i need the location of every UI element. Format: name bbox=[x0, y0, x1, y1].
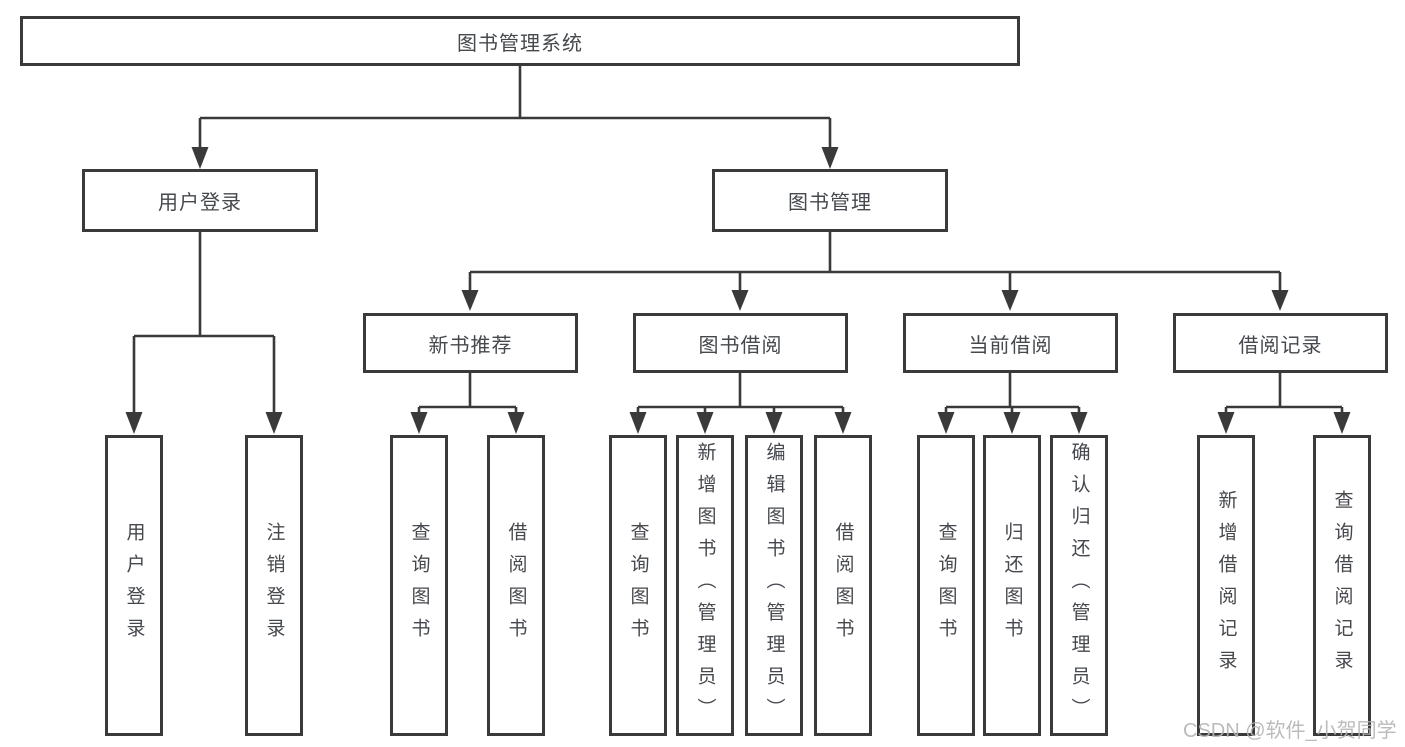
leaf-logout: 注销登录 bbox=[245, 435, 303, 736]
leaf-edit-books-admin-label: 编辑图书（管理员） bbox=[763, 441, 785, 730]
node-borrow-records-label: 借阅记录 bbox=[1238, 334, 1323, 357]
node-borrow-records: 借阅记录 bbox=[1173, 313, 1388, 373]
node-user-login-label: 用户登录 bbox=[158, 192, 242, 214]
leaf-borrow-books-label: 借阅图书 bbox=[832, 521, 854, 650]
leaf-query-books-recommend-label: 查询图书 bbox=[408, 521, 430, 650]
leaf-add-borrow-record-label: 新增借阅记录 bbox=[1215, 489, 1237, 682]
leaf-return-books: 归还图书 bbox=[983, 435, 1041, 736]
leaf-add-borrow-record: 新增借阅记录 bbox=[1197, 435, 1255, 736]
node-root-label: 图书管理系统 bbox=[457, 32, 583, 55]
leaf-borrow-books-recommend: 借阅图书 bbox=[487, 435, 545, 736]
node-user-login: 用户登录 bbox=[82, 169, 318, 232]
csdn-watermark: CSDN @软件_小贺同学 bbox=[1183, 720, 1397, 742]
leaf-query-books-borrow-label: 查询图书 bbox=[627, 521, 649, 650]
node-book-management: 图书管理 bbox=[712, 169, 948, 232]
node-book-borrowing: 图书借阅 bbox=[633, 313, 848, 373]
leaf-query-books-recommend: 查询图书 bbox=[390, 435, 448, 736]
node-root: 图书管理系统 bbox=[20, 16, 1020, 66]
leaf-query-books-borrow: 查询图书 bbox=[609, 435, 667, 736]
leaf-query-borrow-record: 查询借阅记录 bbox=[1313, 435, 1371, 736]
leaf-return-books-label: 归还图书 bbox=[1001, 521, 1023, 650]
leaf-borrow-books-recommend-label: 借阅图书 bbox=[505, 521, 527, 650]
node-book-management-label: 图书管理 bbox=[788, 192, 872, 214]
leaf-confirm-return-admin: 确认归还（管理员） bbox=[1050, 435, 1108, 736]
node-new-book-recommend-label: 新书推荐 bbox=[428, 334, 513, 357]
leaf-add-books-admin: 新增图书（管理员） bbox=[676, 435, 734, 736]
leaf-user-login: 用户登录 bbox=[105, 435, 163, 736]
node-book-borrowing-label: 图书借阅 bbox=[698, 334, 783, 357]
leaf-user-login-label: 用户登录 bbox=[123, 521, 145, 650]
leaf-confirm-return-admin-label: 确认归还（管理员） bbox=[1068, 441, 1090, 730]
leaf-edit-books-admin: 编辑图书（管理员） bbox=[745, 435, 803, 736]
leaf-logout-label: 注销登录 bbox=[263, 521, 285, 650]
leaf-query-borrow-record-label: 查询借阅记录 bbox=[1331, 489, 1353, 682]
leaf-add-books-admin-label: 新增图书（管理员） bbox=[694, 441, 716, 730]
leaf-query-books-current-label: 查询图书 bbox=[935, 521, 957, 650]
node-new-book-recommend: 新书推荐 bbox=[363, 313, 578, 373]
node-current-borrowing-label: 当前借阅 bbox=[968, 334, 1053, 357]
node-current-borrowing: 当前借阅 bbox=[903, 313, 1118, 373]
leaf-borrow-books: 借阅图书 bbox=[814, 435, 872, 736]
leaf-query-books-current: 查询图书 bbox=[917, 435, 975, 736]
